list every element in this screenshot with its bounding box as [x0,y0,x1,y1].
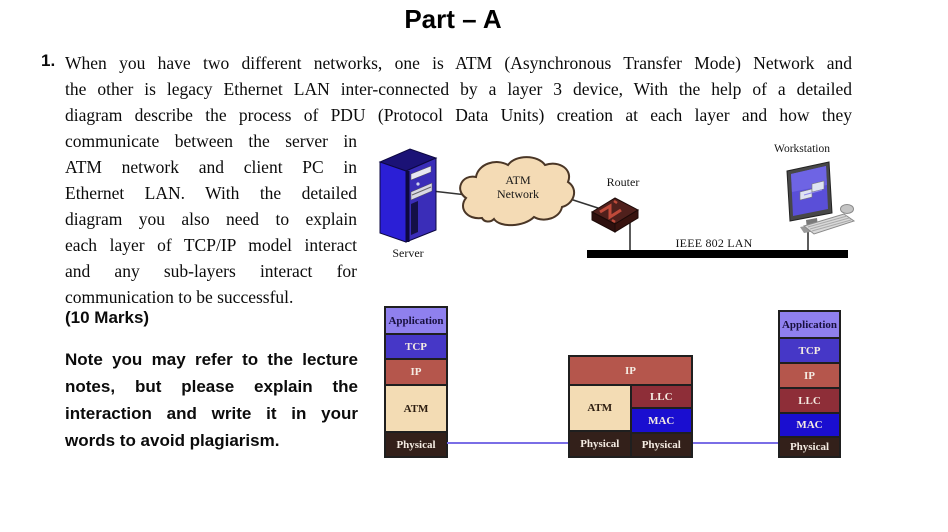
note-paragraph: Note you may refer to the lecture notes,… [65,346,358,454]
layer-ip: IP [780,362,839,387]
router-label: Router [606,175,640,189]
protocol-stack-workstation: Application TCP IP LLC MAC Physical [778,310,841,458]
physical-link-server-router [447,442,568,444]
layer-physical-atm-side: Physical [570,430,630,456]
layer-atm: ATM [386,384,446,431]
text-line: notes, but please explain the [65,377,358,396]
layer-physical: Physical [386,431,446,456]
atm-cloud-label-line1: ATM [505,173,531,187]
text-line: interaction and write it in your [65,404,358,423]
atm-cloud-label: ATM Network [462,173,574,201]
protocol-stack-router: IP ATM Physical LLC MAC Physical [568,355,693,458]
page-title: Part – A [404,4,502,34]
protocol-stack-server: Application TCP IP ATM Physical [384,306,448,458]
text-line: each layer of TCP/IP model interact [65,235,357,255]
layer-mac: MAC [780,412,839,436]
atm-cloud-label-line2: Network [497,187,539,201]
layer-ip: IP [386,358,446,384]
question-paragraph-wide: When you have two different networks, on… [65,50,852,128]
layer-application: Application [386,308,446,333]
lan-bus-bar [587,250,848,258]
router-stack-atm-column: ATM Physical [570,384,630,456]
layer-llc: LLC [631,384,691,407]
marks-label: (10 Marks) [65,308,150,327]
network-diagram [378,148,856,258]
layer-ip: IP [570,357,691,384]
physical-link-router-workstation [693,442,778,444]
router-stack-lan-column: LLC MAC Physical [629,384,691,456]
layer-tcp: TCP [780,337,839,362]
layer-tcp: TCP [386,333,446,358]
atm-cloud-icon [459,156,576,227]
question-paragraph-narrow: communicate between the server in ATM ne… [65,128,357,310]
text-line: communication to be successful. [65,287,294,307]
text-line: words to avoid plagiarism. [65,431,280,450]
text-line: diagram you also need to explain [65,209,357,229]
layer-mac: MAC [631,407,691,432]
lan-label: IEEE 802 LAN [675,236,753,250]
server-icon [378,148,438,243]
text-line: the other is legacy Ethernet LAN inter-c… [65,79,852,99]
workstation-icon [786,161,856,235]
text-line: ATM network and client PC in [65,157,357,177]
layer-llc: LLC [780,387,839,412]
text-line: and any sub-layers interact for [65,261,357,281]
layer-physical: Physical [780,436,839,456]
text-line: Ethernet LAN. With the detailed [65,183,357,203]
text-line: communicate between the server in [65,131,357,151]
router-icon [590,197,640,233]
question-number: 1. [41,51,56,70]
text-line: When you have two different networks, on… [65,53,852,73]
layer-application: Application [780,312,839,337]
layer-atm: ATM [570,384,630,430]
text-line: Note you may refer to the lecture [65,350,358,369]
layer-physical-lan-side: Physical [631,432,691,456]
text-line: diagram describe the process of PDU (Pro… [65,105,852,125]
server-label: Server [392,246,424,260]
router-stack-columns: ATM Physical LLC MAC Physical [570,384,691,456]
workstation-label: Workstation [774,143,830,155]
